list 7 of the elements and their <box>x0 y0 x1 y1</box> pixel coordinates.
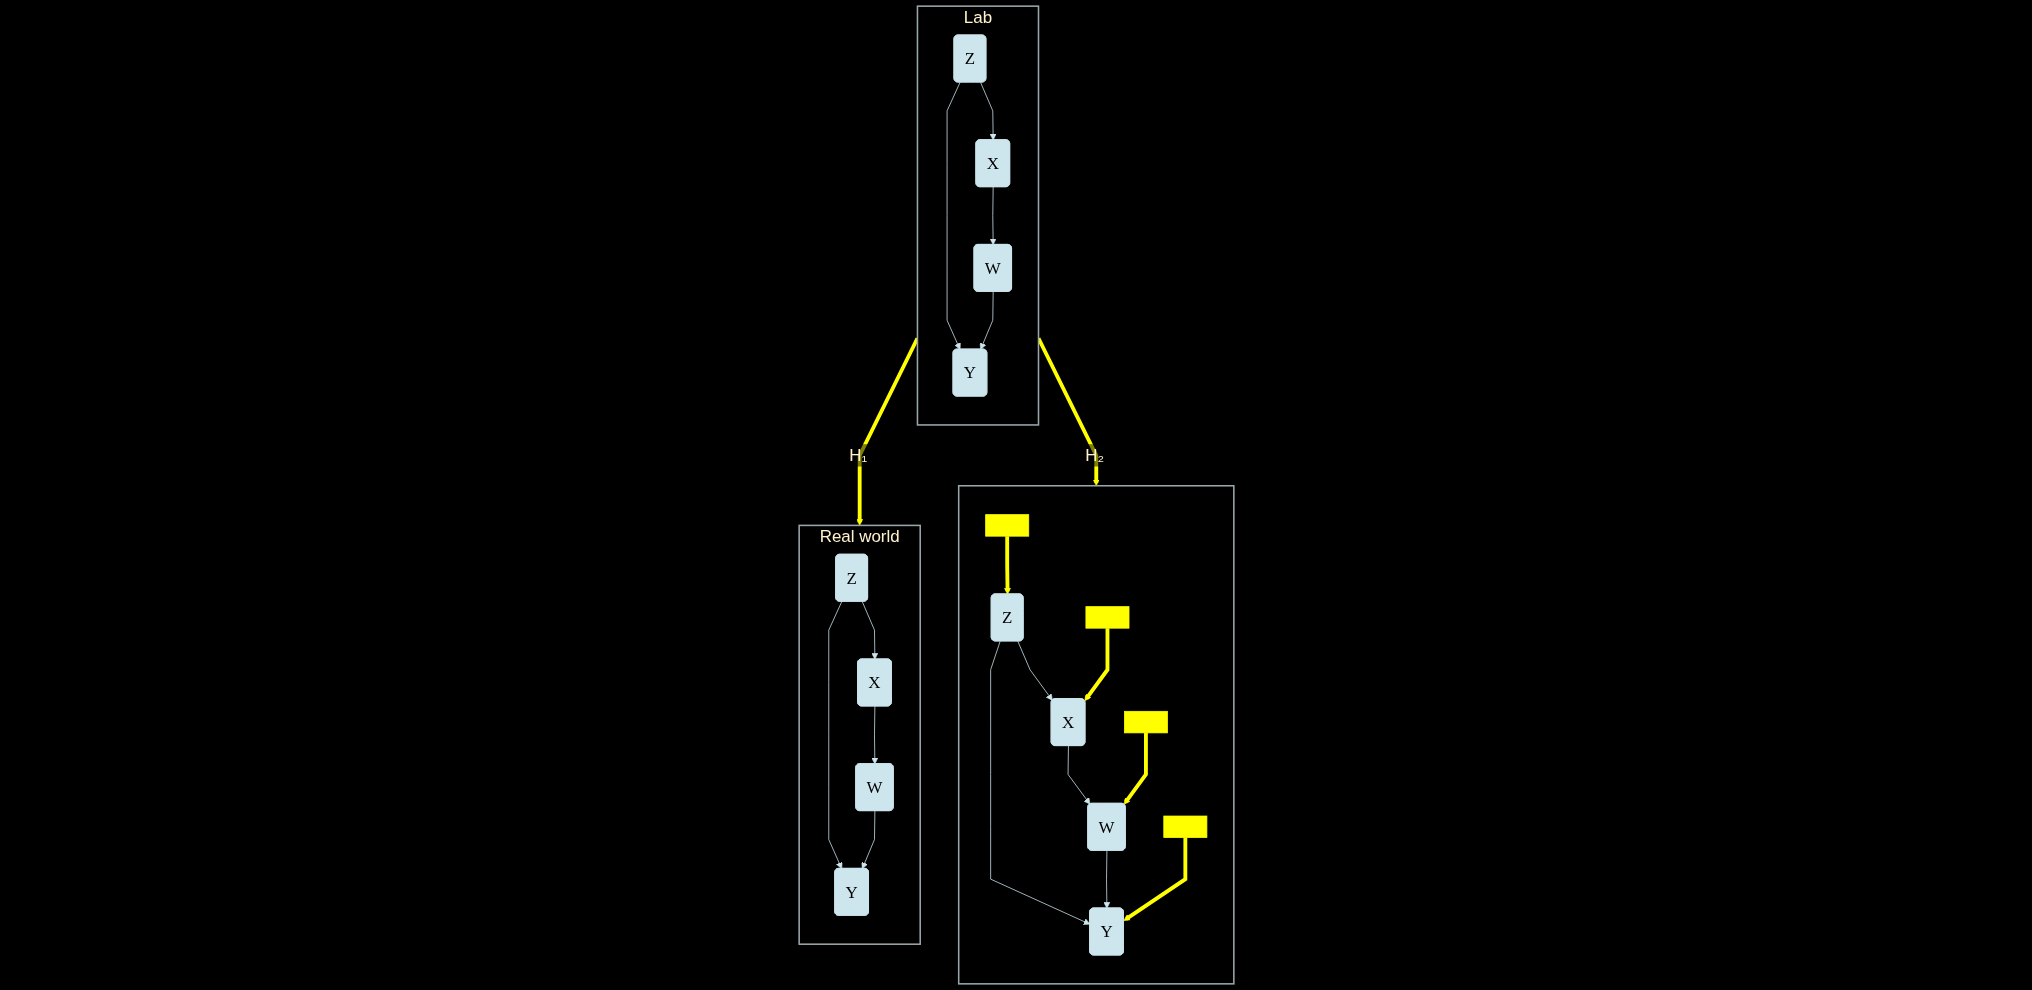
edge-label: H₁ <box>848 446 867 466</box>
arrow <box>1123 837 1187 921</box>
arrow <box>1083 628 1109 702</box>
arrow <box>1123 732 1148 805</box>
cluster <box>957 485 1235 985</box>
arrow <box>1003 536 1011 595</box>
edge-label: H₂ <box>1084 446 1104 466</box>
